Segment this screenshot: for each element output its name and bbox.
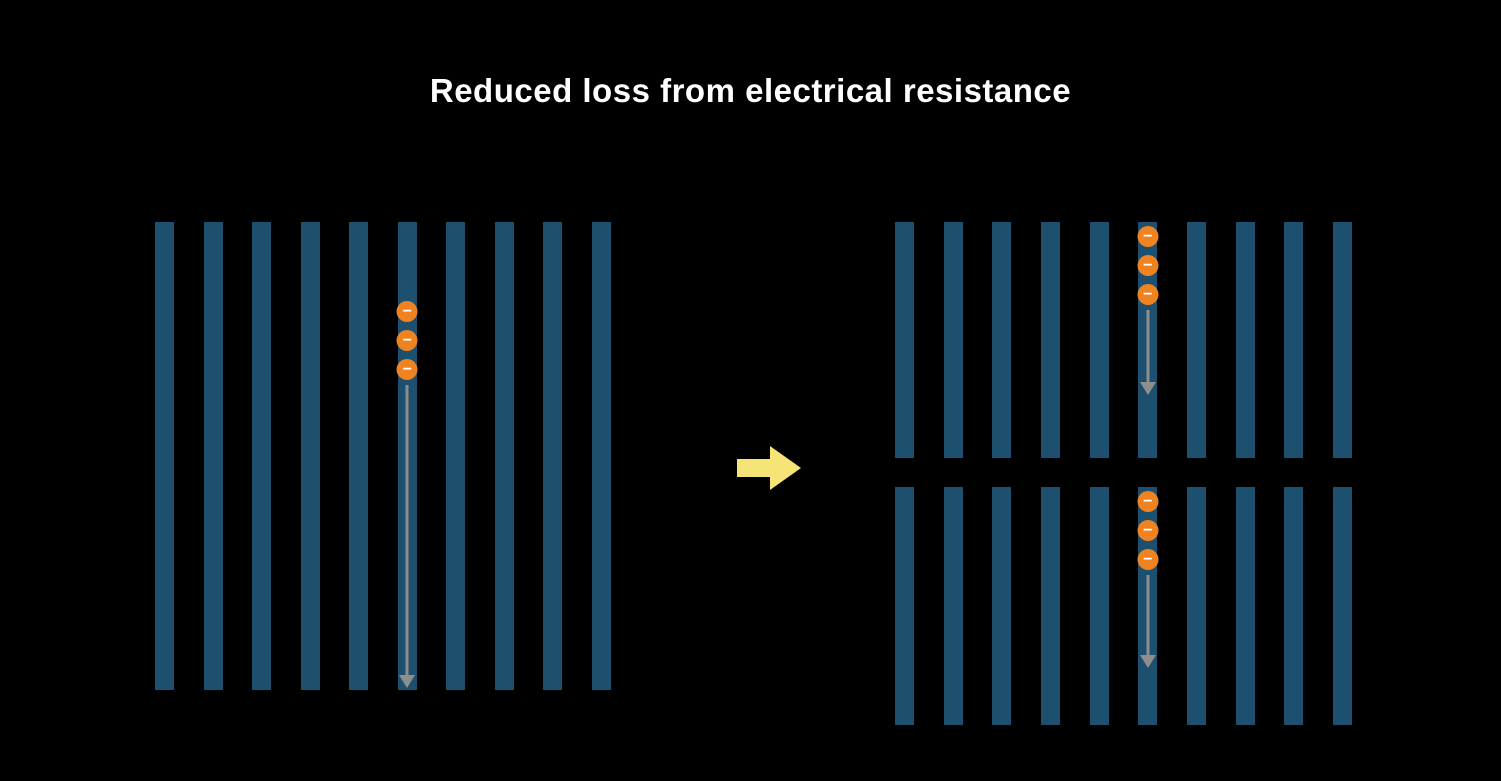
electrode-bar <box>1090 222 1109 458</box>
electrode-bar <box>992 487 1011 725</box>
electrode-bar <box>1236 487 1255 725</box>
minus-symbol: − <box>402 331 412 349</box>
electrode-bar <box>495 222 514 690</box>
electron-icon: − <box>1137 549 1159 570</box>
minus-symbol: − <box>1143 227 1153 245</box>
current-path-arrowhead-icon <box>1139 382 1156 395</box>
electrode-bar <box>543 222 562 690</box>
electrode-bar <box>1187 487 1206 725</box>
electrode-bar <box>1187 222 1206 458</box>
transition-right-arrow-icon <box>737 446 801 490</box>
electron-icon: − <box>396 301 418 322</box>
electron-icon: − <box>1137 226 1159 247</box>
minus-symbol: − <box>402 302 412 320</box>
electrode-bar <box>204 222 223 690</box>
electron-icon: − <box>1137 284 1159 305</box>
electrode-bar <box>446 222 465 690</box>
electrode-bar <box>944 487 963 725</box>
electrode-bar <box>1090 487 1109 725</box>
electron-icon: − <box>396 359 418 380</box>
electrode-bar <box>349 222 368 690</box>
current-path-arrow-line <box>1146 310 1150 382</box>
electrode-bar <box>252 222 271 690</box>
electrode-bar <box>592 222 611 690</box>
electrode-bar <box>1333 487 1352 725</box>
electrode-bar <box>1333 222 1352 458</box>
minus-symbol: − <box>402 360 412 378</box>
electrode-bar <box>1041 487 1060 725</box>
minus-symbol: − <box>1143 492 1153 510</box>
electrode-bar <box>895 222 914 458</box>
minus-symbol: − <box>1143 256 1153 274</box>
electron-icon: − <box>1137 255 1159 276</box>
minus-symbol: − <box>1143 550 1153 568</box>
electrode-bar <box>944 222 963 458</box>
electron-icon: − <box>396 330 418 351</box>
minus-symbol: − <box>1143 521 1153 539</box>
half-cell-bottom-panel: − − − <box>895 487 1352 725</box>
current-path-arrow-line <box>1146 575 1150 655</box>
electrode-bar <box>1284 222 1303 458</box>
electrode-bar <box>1284 487 1303 725</box>
electrode-bar <box>895 487 914 725</box>
electron-icon: − <box>1137 491 1159 512</box>
electrode-bar <box>301 222 320 690</box>
electrode-bar <box>155 222 174 690</box>
current-path-arrowhead-icon <box>1139 655 1156 668</box>
minus-symbol: − <box>1143 285 1153 303</box>
electron-icon: − <box>1137 520 1159 541</box>
electrode-bar <box>1041 222 1060 458</box>
current-path-arrow-line <box>405 385 409 675</box>
half-cell-top-panel: − − − <box>895 222 1352 458</box>
full-cell-panel: − − − <box>155 222 611 690</box>
current-path-arrowhead-icon <box>399 675 416 688</box>
diagram-title: Reduced loss from electrical resistance <box>429 72 1072 109</box>
electrode-bar <box>1236 222 1255 458</box>
electrode-bar <box>992 222 1011 458</box>
